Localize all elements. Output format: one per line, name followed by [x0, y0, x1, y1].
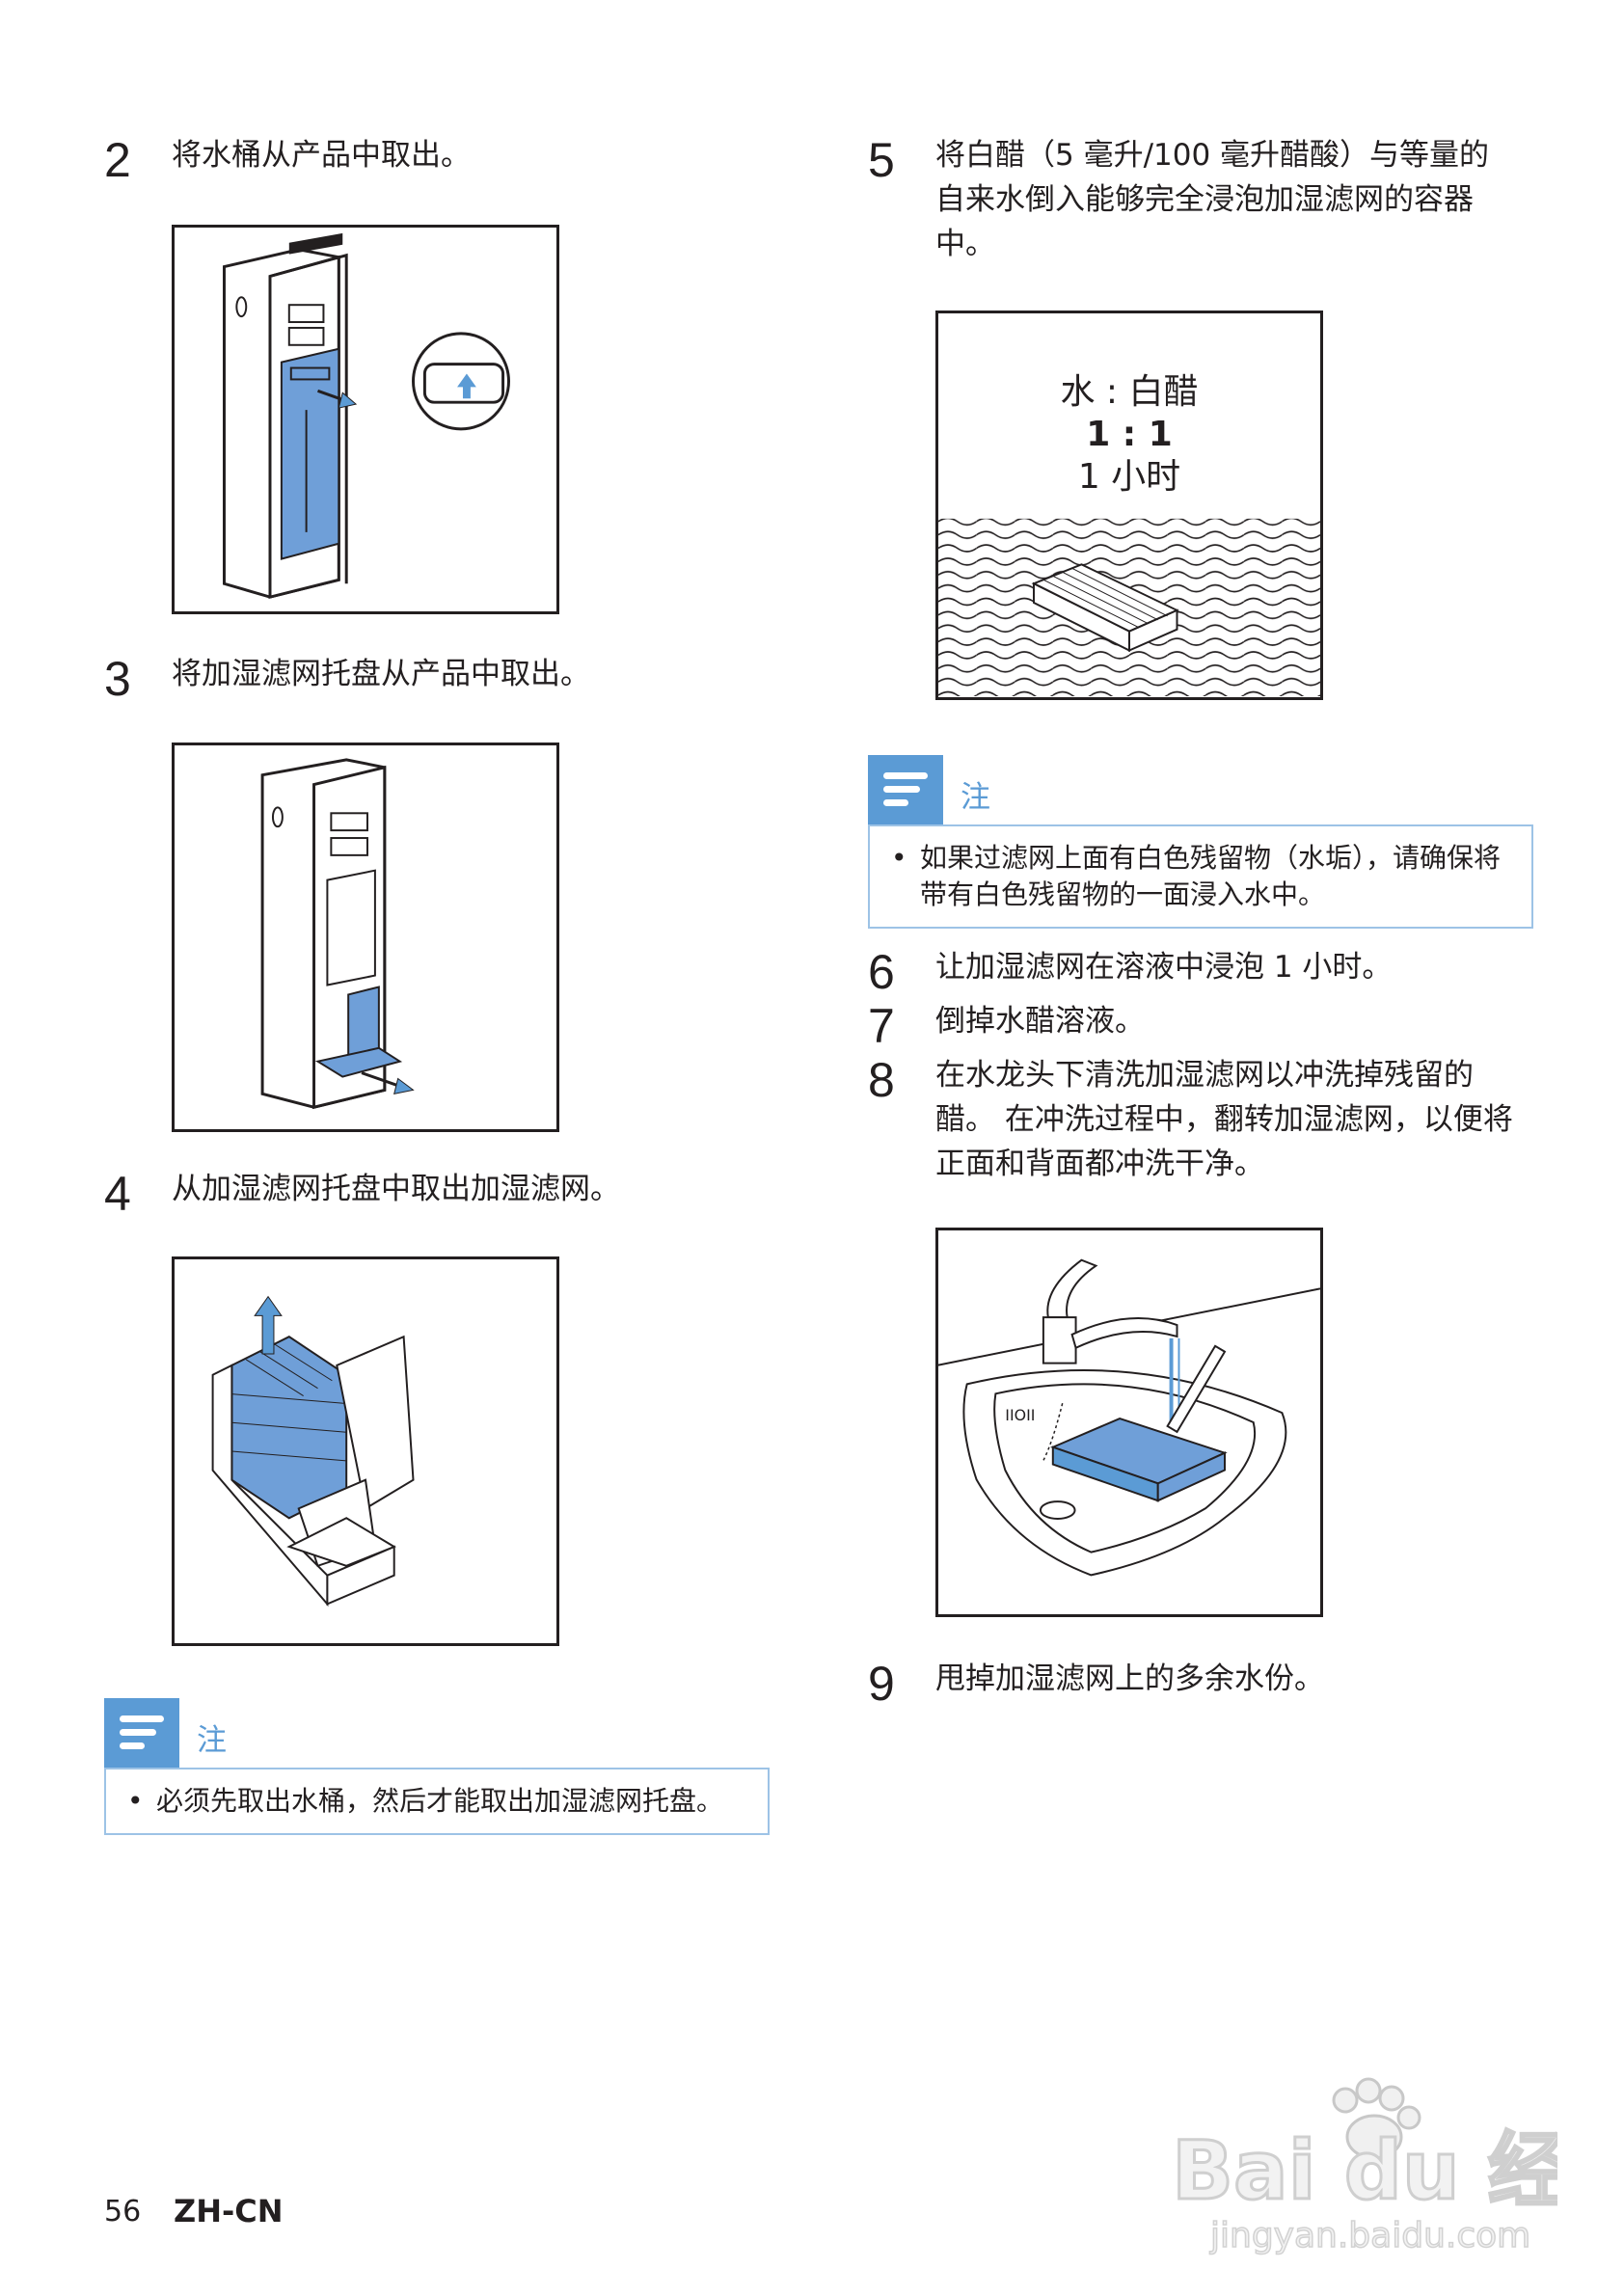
step-text: 从加湿滤网托盘中取出加湿滤网。 — [172, 1172, 620, 1206]
step-text: 让加湿滤网在溶液中浸泡 1 小时。 — [935, 950, 1393, 985]
note-item: 必须先取出水桶，然后才能取出加湿滤网托盘。 — [127, 1783, 744, 1820]
baidu-jingyan-watermark: Bai du 经验 jingyan.baidu.com — [1171, 2077, 1557, 2256]
ratio-line-1: 水 : 白醋 — [1060, 372, 1199, 412]
step-2: 2 将水桶从产品中取出。 — [104, 133, 789, 187]
step-3: 3 将加湿滤网托盘从产品中取出。 — [104, 652, 789, 706]
step-text: 将白醋（5 毫升/100 毫升醋酸）与等量的自来水倒入能够完全浸泡加湿滤网的容器… — [935, 138, 1490, 261]
step-4: 4 从加湿滤网托盘中取出加湿滤网。 — [104, 1167, 789, 1221]
step-text: 将水桶从产品中取出。 — [172, 138, 471, 173]
svg-text:jingyan.baidu.com: jingyan.baidu.com — [1209, 2216, 1530, 2255]
step-number: 8 — [868, 1053, 895, 1107]
step-number: 5 — [868, 133, 895, 187]
note-title: 注 — [961, 780, 990, 815]
note-body: 必须先取出水桶，然后才能取出加湿滤网托盘。 — [104, 1768, 770, 1835]
ratio-line-2: 1 : 1 — [1086, 415, 1173, 454]
step-number: 7 — [868, 999, 895, 1053]
step-text: 在水龙头下清洗加湿滤网以冲洗掉残留的醋。 在冲洗过程中，翻转加湿滤网，以便将正面… — [935, 1058, 1513, 1181]
step-text: 甩掉加湿滤网上的多余水份。 — [935, 1661, 1324, 1696]
step-5: 5 将白醋（5 毫升/100 毫升醋酸）与等量的自来水倒入能够完全浸泡加湿滤网的… — [868, 133, 1514, 266]
note-box-tank: 注 必须先取出水桶，然后才能取出加湿滤网托盘。 — [104, 1698, 770, 1835]
note-body: 如果过滤网上面有白色残留物（水垢），请确保将带有白色残留物的一面浸入水中。 — [868, 824, 1533, 929]
page-number: 56 — [104, 2195, 142, 2228]
step-number: 2 — [104, 133, 131, 187]
note-icon — [868, 755, 943, 824]
figure-remove-water-tank — [172, 225, 559, 614]
language-code: ZH-CN — [174, 2193, 284, 2229]
svg-text:Bai du 经验: Bai du 经验 — [1172, 2123, 1557, 2218]
svg-text:IIOII: IIOII — [1005, 1406, 1035, 1424]
figure-rinse-filter: IIOII — [935, 1228, 1323, 1617]
step-number: 4 — [104, 1167, 131, 1221]
step-8: 8 在水龙头下清洗加湿滤网以冲洗掉残留的醋。 在冲洗过程中，翻转加湿滤网，以便将… — [868, 1053, 1514, 1186]
note-title: 注 — [197, 1723, 227, 1758]
step-text: 倒掉水醋溶液。 — [935, 1004, 1145, 1039]
figure-remove-filter — [172, 1256, 559, 1646]
note-item: 如果过滤网上面有白色残留物（水垢），请确保将带有白色残留物的一面浸入水中。 — [891, 840, 1508, 913]
note-header: 注 — [868, 755, 1533, 824]
note-header: 注 — [104, 1698, 770, 1768]
step-text: 将加湿滤网托盘从产品中取出。 — [172, 657, 590, 691]
ratio-line-3: 1 小时 — [1077, 457, 1181, 497]
figure-soak-ratio: 水 : 白醋 1 : 1 1 小时 — [935, 311, 1323, 700]
step-6: 6 让加湿滤网在溶液中浸泡 1 小时。 — [868, 945, 1514, 999]
step-number: 9 — [868, 1657, 895, 1711]
note-icon — [104, 1698, 179, 1768]
figure-remove-filter-tray — [172, 743, 559, 1132]
step-number: 3 — [104, 652, 131, 706]
step-9: 9 甩掉加湿滤网上的多余水份。 — [868, 1657, 1514, 1711]
note-box-residue: 注 如果过滤网上面有白色残留物（水垢），请确保将带有白色残留物的一面浸入水中。 — [868, 755, 1533, 929]
step-7: 7 倒掉水醋溶液。 — [868, 999, 1514, 1053]
step-number: 6 — [868, 945, 895, 999]
